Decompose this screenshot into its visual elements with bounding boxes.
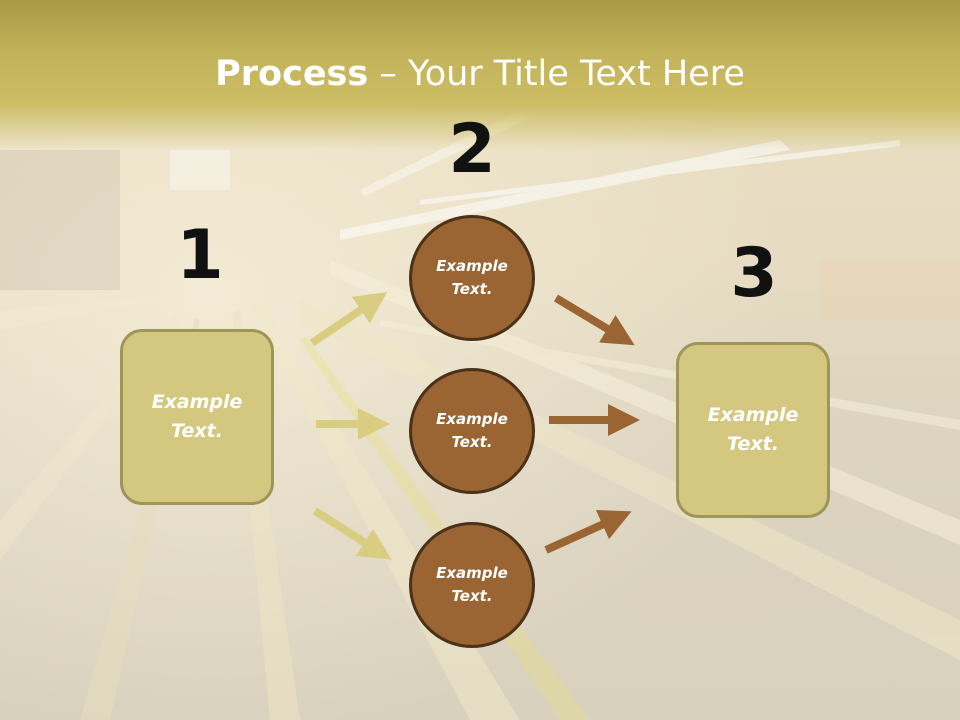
title-band	[0, 0, 960, 150]
left-text-box[interactable]: Example Text.	[120, 329, 274, 505]
right-text-box[interactable]: Example Text.	[676, 342, 830, 518]
right-arrow-up	[544, 509, 632, 554]
page-title: Process – Your Title Text Here	[0, 52, 960, 96]
step-number-1: 1	[176, 216, 224, 295]
left-arrow-down	[312, 507, 392, 560]
title-rest: – Your Title Text Here	[368, 54, 745, 94]
title-bold: Process	[215, 54, 369, 94]
left-arrow-up	[309, 292, 388, 347]
circle-top[interactable]: Example Text.	[409, 215, 535, 341]
right-arrow-down	[553, 294, 635, 346]
step-number-3: 3	[730, 234, 778, 313]
step-number-2: 2	[448, 110, 496, 189]
left-box-text: Example Text.	[151, 391, 243, 442]
circle-middle-text: Example Text.	[436, 410, 508, 451]
circle-middle[interactable]: Example Text.	[409, 368, 535, 494]
circle-top-text: Example Text.	[436, 257, 508, 298]
circle-bottom[interactable]: Example Text.	[409, 522, 535, 648]
right-box-text: Example Text.	[707, 404, 799, 455]
circle-bottom-text: Example Text.	[436, 564, 508, 605]
